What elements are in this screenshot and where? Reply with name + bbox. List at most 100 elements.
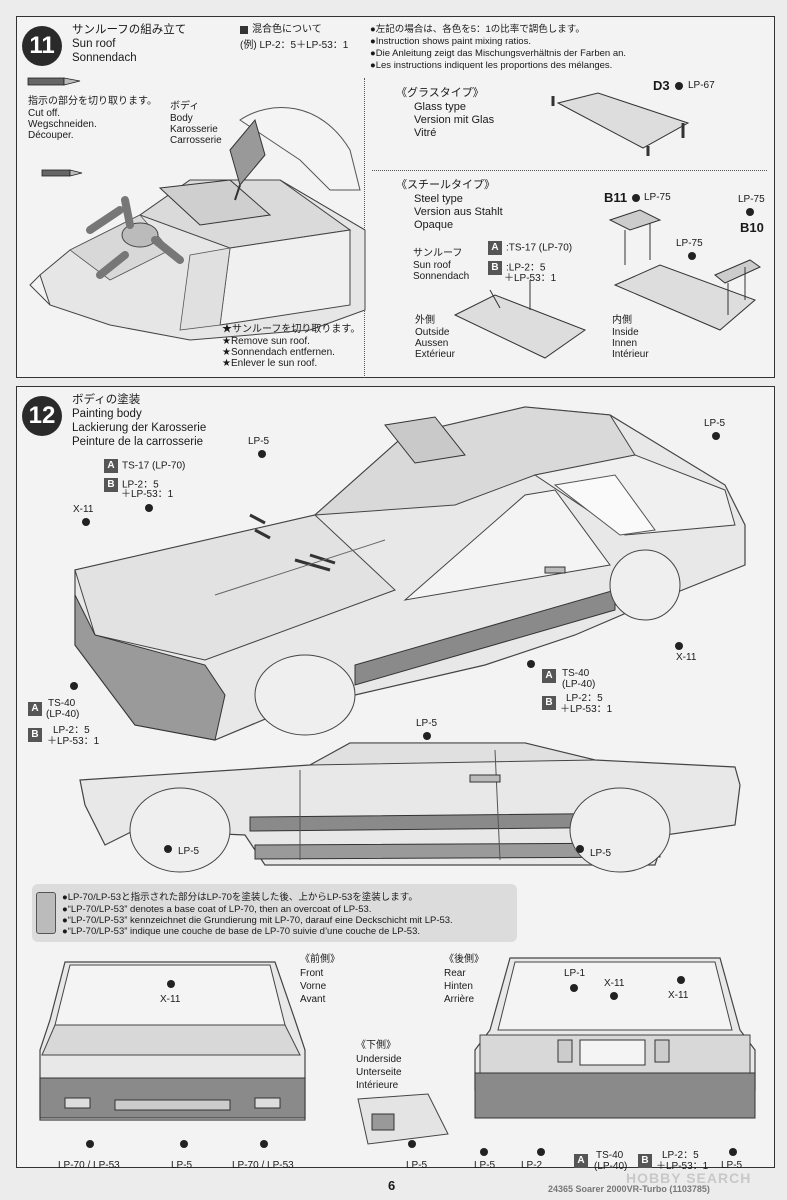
- label-lp2-rear: LP-2: [521, 1160, 543, 1171]
- label-x11-rear-center: X-11: [604, 978, 625, 989]
- label-lp5-front: LP-5: [171, 1160, 193, 1171]
- base-note-fr: ●“LP-70/LP-53” indique une couche de bas…: [62, 926, 421, 937]
- color-a-legend: A:TS-17 (LP-70): [488, 241, 572, 255]
- part-d3-label: D3: [653, 78, 670, 93]
- step-11-title-de: Sonnendach: [72, 52, 137, 64]
- body-label-de: Karosserie: [170, 124, 218, 135]
- marker-lp5-roof: [712, 432, 720, 440]
- label-lp70-front-right: LP-70 / LP-53: [232, 1160, 294, 1171]
- side-ts40-text-2: (LP-40): [562, 679, 596, 690]
- paint-lp75-b11: LP-75: [644, 192, 671, 203]
- watermark: HOBBY SEARCH: [626, 1170, 752, 1186]
- side-b-text: LP-2：5: [566, 693, 603, 704]
- marker-lp5-wheel-right: [576, 845, 584, 853]
- glass-type-de: Version mit Glas: [414, 114, 495, 126]
- label-lp5-roof: LP-5: [704, 418, 726, 429]
- marker-lp70-front-right: [260, 1140, 268, 1148]
- label-lp1-rear: LP-1: [564, 968, 586, 979]
- marker-lp5-hood: [258, 450, 266, 458]
- marker-lp5-front: [180, 1140, 188, 1148]
- outside-label-ja: 外側: [415, 315, 435, 326]
- paint-marker-b11: [632, 194, 640, 202]
- glass-type-fr: Vitré: [414, 127, 437, 139]
- body-label-en: Body: [170, 113, 193, 124]
- color-b-box: B: [488, 261, 502, 275]
- front-label-en: Front: [300, 968, 324, 979]
- front-b-text-2: ＋LP-53：1: [47, 736, 100, 747]
- steel-type-en: Steel type: [414, 193, 463, 205]
- glass-type-ja: 《グラスタイプ》: [396, 87, 484, 99]
- car-body-three-quarter-illustration: [74, 406, 746, 741]
- rear-label-ja: 《後側》: [444, 954, 484, 965]
- rear-b-text: LP-2：5: [662, 1150, 699, 1161]
- rear-label-en: Rear: [444, 968, 466, 979]
- paint-lp75-center: LP-75: [676, 238, 703, 249]
- cut-note-fr: Découper.: [28, 130, 74, 141]
- step-12-title-de: Lackierung der Karosserie: [72, 422, 207, 434]
- color-a-box-rear: A: [574, 1154, 588, 1168]
- marker-x11-rear-center: [610, 992, 618, 1000]
- car-front-view-illustration: [39, 961, 306, 1121]
- glass-type-en: Glass type: [414, 101, 466, 113]
- color-b-box-12: B: [104, 478, 118, 492]
- label-x11-front: X-11: [160, 994, 181, 1005]
- glass-sunroof-part: [551, 92, 690, 156]
- step-12-title-en: Painting body: [72, 408, 142, 420]
- step12-color-b-2: ＋LP-53：1: [121, 489, 174, 500]
- cut-note-ja: 指示の部分を切り取ります。: [28, 96, 157, 107]
- outside-label-de: Aussen: [415, 338, 449, 349]
- front-ts40-text: TS-40: [48, 698, 76, 709]
- step-11-divider: [364, 78, 365, 378]
- marker-lp5-rear-left: [480, 1148, 488, 1156]
- step-12-number: 12: [22, 396, 62, 436]
- marker-b-hood: [145, 504, 153, 512]
- part-b10-label: B10: [740, 220, 764, 235]
- label-x11-rear-right: X-11: [668, 990, 689, 1001]
- side-ts40-text: TS-40: [562, 668, 590, 679]
- paint-marker-lp67: [675, 82, 683, 90]
- marker-lp5-under: [408, 1140, 416, 1148]
- under-label-ja: 《下側》: [356, 1040, 396, 1051]
- cut-note-de: Wegschneiden.: [28, 119, 97, 130]
- color-a-box-12: A: [104, 459, 118, 473]
- step-11-number: 11: [22, 26, 62, 66]
- paint-jar-icon: [36, 892, 56, 934]
- inside-label-de: Innen: [612, 338, 638, 349]
- base-note-ja: ●LP-70/LP-53と指示された部分はLP-70を塗装した後、上からLP-5…: [62, 892, 418, 903]
- color-b-box-rear: B: [638, 1154, 652, 1168]
- paint-can-icon: [240, 26, 248, 34]
- label-lp5-wheel-left: LP-5: [178, 846, 200, 857]
- steel-type-ja: 《スチールタイプ》: [396, 179, 495, 191]
- body-label-fr: Carrosserie: [170, 135, 222, 146]
- color-b-box-front: B: [28, 728, 42, 742]
- base-note-en: ●“LP-70/LP-53” denotes a base coat of LP…: [62, 904, 372, 915]
- marker-x11-left: [82, 518, 90, 526]
- marker-x11-right: [675, 642, 683, 650]
- small-knife-icon: [41, 169, 83, 177]
- paint-marker-center: [688, 252, 696, 260]
- sunroof-label-ja: サンルーフ: [413, 248, 463, 259]
- under-label-de: Unterseite: [356, 1067, 402, 1078]
- mix-note-fr: ●Les instructions indiquent les proporti…: [370, 60, 613, 71]
- label-lp5-wheel-right: LP-5: [590, 848, 612, 859]
- outside-label-en: Outside: [415, 327, 450, 338]
- label-lp5-side: LP-5: [416, 718, 438, 729]
- car-body-sunroof-illustration: [29, 107, 366, 341]
- color-b-legend-2: ＋LP-53：1: [504, 273, 557, 284]
- rear-label-de: Hinten: [444, 981, 473, 992]
- paint-lp67-label: LP-67: [688, 80, 715, 91]
- rear-ts40-text-2: (LP-40): [594, 1161, 628, 1172]
- front-b-box: B: [28, 728, 46, 742]
- paint-marker-b10: [746, 208, 754, 216]
- color-a-box: A: [488, 241, 502, 255]
- marker-lp1-rear: [570, 984, 578, 992]
- base-note-de: ●“LP-70/LP-53” kennzeichnet die Grundier…: [62, 915, 453, 926]
- mix-formula: (例) LP-2：5＋LP-53：1: [240, 40, 349, 51]
- side-ts40: A: [542, 669, 560, 683]
- under-label-en: Underside: [356, 1054, 402, 1065]
- inside-label-fr: Intérieur: [612, 349, 649, 360]
- color-a-box-side: A: [542, 669, 556, 683]
- front-ts40-text-2: (LP-40): [46, 709, 80, 720]
